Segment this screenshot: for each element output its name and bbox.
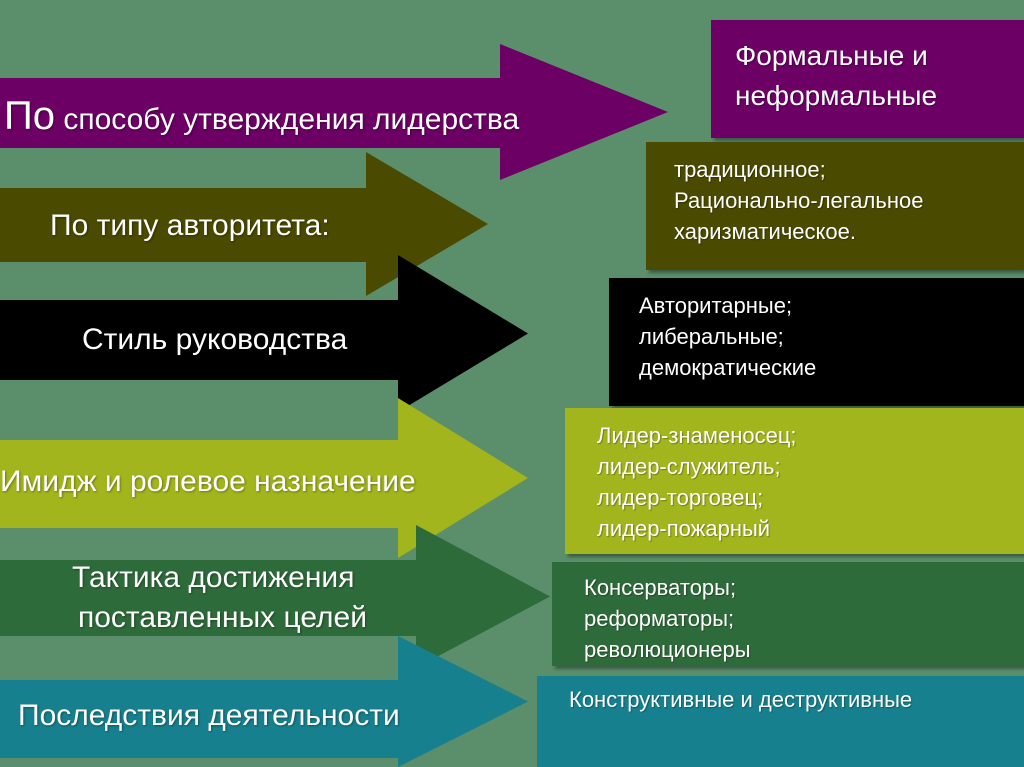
arrow-tactics	[0, 525, 550, 668]
box-consequences-types: Конструктивные и деструктивные	[537, 676, 1024, 767]
arrow-label-style: Стиль руководства	[82, 323, 348, 356]
arrow-label-approval-text: способу утверждения лидерства	[63, 103, 520, 136]
box-formal-text: Формальные и неформальные	[735, 40, 938, 111]
box-tactics-types-text: Консерваторы; реформаторы; революционеры	[584, 575, 751, 662]
box-leadership-styles-text: Авторитарные; либеральные; демократическ…	[639, 293, 817, 380]
arrow-label-approval-prefix: По	[4, 94, 55, 138]
box-leadership-styles: Авторитарные; либеральные; демократическ…	[609, 278, 1024, 406]
arrow-label-authority: По типу авторитета:	[50, 209, 330, 242]
arrow-label-tactics-line1: Тактика достижения	[72, 561, 355, 594]
box-authority-types-text: традиционное; Рационально-легальное хари…	[674, 157, 924, 244]
box-leader-roles: Лидер-знаменосец; лидер-служитель; лидер…	[565, 408, 1024, 554]
box-authority-types: традиционное; Рационально-легальное хари…	[646, 142, 1024, 270]
box-leader-roles-text: Лидер-знаменосец; лидер-служитель; лидер…	[597, 423, 797, 541]
box-tactics-types: Консерваторы; реформаторы; революционеры	[552, 562, 1024, 666]
arrow-label-approval: По способу утверждения лидерства	[4, 92, 519, 140]
arrow-label-tactics-line2: поставленных целей	[78, 601, 367, 634]
box-consequences-types-text: Конструктивные и деструктивные	[569, 687, 913, 712]
arrow-approval	[0, 44, 668, 180]
arrow-label-tactics: Тактика достижения поставленных целей	[72, 558, 367, 638]
box-formal: Формальные и неформальные	[711, 20, 1024, 138]
arrow-label-consequences: Последствия деятельности	[18, 699, 400, 732]
arrow-consequences	[0, 636, 528, 767]
arrow-authority	[0, 152, 488, 296]
arrow-style	[0, 255, 528, 412]
arrow-label-image: Имидж и ролевое назначение	[0, 465, 416, 498]
arrow-image	[0, 398, 528, 558]
